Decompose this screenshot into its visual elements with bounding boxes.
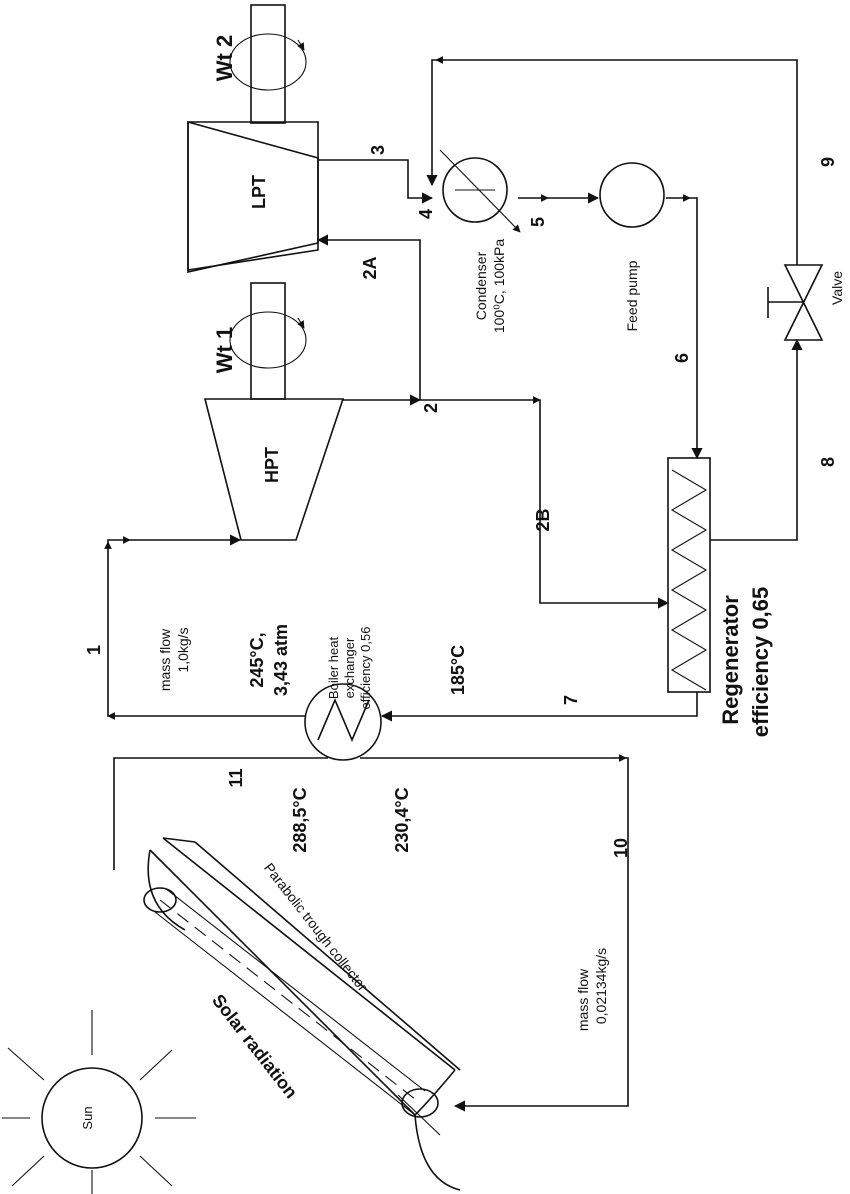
- wt1-label: Wt 1: [212, 327, 237, 373]
- state-3-label: 3: [368, 145, 388, 155]
- sun-label: Sun: [80, 1106, 95, 1129]
- temp-245-line2: 3,43 atm: [271, 624, 291, 696]
- hpt-label: HPT: [262, 447, 282, 483]
- temp-185-label: 185°C: [448, 645, 468, 695]
- pipe-2a: [316, 234, 421, 400]
- state-11-label: 11: [226, 768, 246, 787]
- state-4-label: 4: [416, 209, 436, 219]
- pipe-6: [666, 197, 703, 460]
- temp-245-line1: 245°C,: [247, 632, 267, 687]
- generator-wt2-icon: [229, 33, 307, 91]
- generator-wt1-icon: [229, 311, 307, 369]
- condenser-label-line1: Condenser: [473, 251, 489, 320]
- mass-flow-bottom-line1: mass flow: [575, 968, 591, 1031]
- pipe-11: [113, 757, 328, 870]
- parabolic-trough-collector-icon: [143, 837, 461, 1191]
- pipe-10: [360, 757, 629, 1112]
- parabolic-trough-label: Parabolic trough collector: [261, 860, 371, 995]
- pipe-1: [107, 534, 305, 717]
- mass-flow-bottom-line2: 0,02134kg/s: [593, 948, 609, 1024]
- temp-288-label: 288,5°C: [290, 787, 310, 852]
- state-7-label: 7: [561, 695, 581, 705]
- state-8-label: 8: [818, 457, 838, 467]
- mass-flow-top-line1: mass flow: [157, 628, 173, 691]
- valve-icon: [767, 264, 824, 341]
- state-10-label: 10: [611, 838, 631, 858]
- shaft-top: [250, 4, 286, 124]
- state-1-label: 1: [84, 645, 104, 655]
- regenerator-icon: [667, 457, 711, 693]
- condenser-label-line2: 100⁰C, 100kPa: [491, 239, 507, 334]
- state-5-label: 5: [528, 217, 548, 227]
- lpt-label: LPT: [249, 175, 269, 209]
- sun-icon: [2, 1010, 196, 1194]
- mass-flow-top-line2: 1,0kg/s: [175, 627, 191, 672]
- temp-230-label: 230,4°C: [392, 787, 412, 852]
- regenerator-label-line1: Regenerator: [718, 595, 743, 725]
- pipe-8: [710, 338, 803, 541]
- solar-radiation-label: Solar radiation: [208, 990, 301, 1102]
- feed-pump-label: Feed pump: [624, 260, 640, 331]
- boiler-label-line1: Boiler heat: [326, 637, 341, 700]
- valve-label: Valve: [829, 271, 845, 305]
- state-2-label: 2: [421, 403, 441, 413]
- boiler-label-line2: exchanger: [342, 637, 357, 698]
- boiler-label-line3: efficiency 0,56: [358, 627, 373, 710]
- shaft-middle: [250, 282, 286, 400]
- state-2a-label: 2A: [360, 256, 380, 279]
- regenerator-label-line2: efficiency 0,65: [748, 587, 773, 737]
- condenser-icon: [439, 149, 521, 233]
- pipe-2b: [420, 399, 670, 609]
- state-6-label: 6: [672, 353, 692, 363]
- hpt-body: [203, 398, 345, 541]
- state-9-label: 9: [818, 157, 838, 167]
- state-2b-label: 2B: [533, 508, 553, 531]
- feed-pump-icon: [599, 162, 665, 228]
- boiler-heat-exchanger-icon: [304, 683, 382, 761]
- pipe-7: [380, 692, 698, 722]
- pipe-3: [318, 159, 434, 204]
- pipe-9: [426, 59, 798, 265]
- wt2-label: Wt 2: [212, 35, 237, 81]
